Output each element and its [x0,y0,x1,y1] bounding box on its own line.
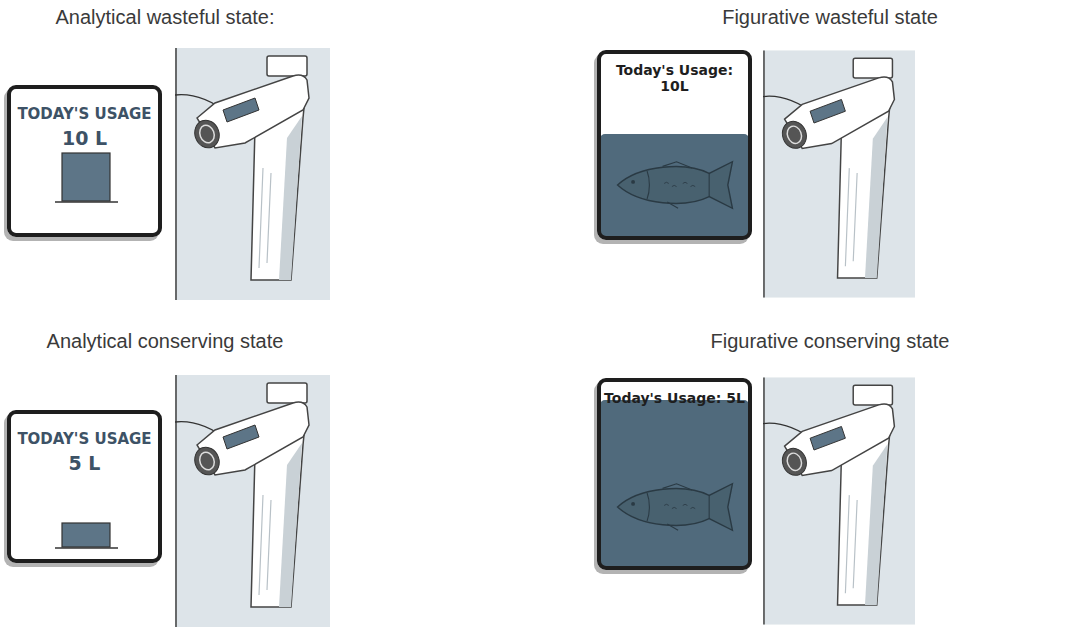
panel-title: Analytical wasteful state: [0,6,330,29]
faucet [763,50,915,297]
water-level [600,400,749,567]
bar-baseline [55,201,118,203]
usage-bar [62,153,110,201]
faucet [175,48,330,300]
panel-title: Figurative conserving state [665,330,995,353]
usage-value: 10 L [11,127,158,149]
display-screen: Today's Usage: 10L [597,50,752,240]
fish [618,162,733,209]
usage-value: 5 L [11,452,158,474]
water-level [600,134,749,237]
usage-bar [62,523,110,547]
display-heading: Today's Usage: 5L [601,390,748,406]
display-heading: TODAY'S USAGE [11,430,158,448]
panel-title: Analytical conserving state [0,330,330,353]
faucet [175,375,330,627]
display-screen: TODAY'S USAGE 10 L [7,85,162,237]
display-screen: TODAY'S USAGE 5 L [7,410,162,563]
display-heading: Today's Usage: 10L [601,62,748,94]
display-screen: Today's Usage: 5L [597,378,752,570]
panel-title: Figurative wasteful state [665,6,995,29]
display-heading: TODAY'S USAGE [11,105,158,123]
fish [618,484,733,531]
faucet [763,377,915,624]
bar-baseline [55,547,118,549]
